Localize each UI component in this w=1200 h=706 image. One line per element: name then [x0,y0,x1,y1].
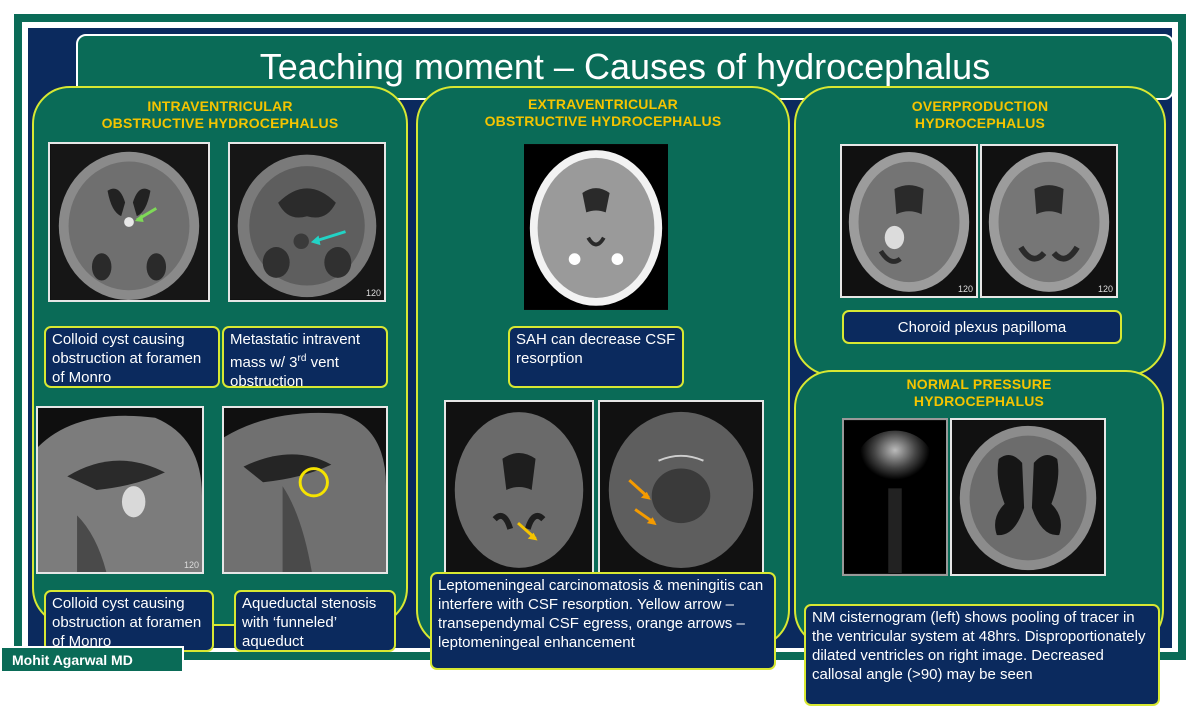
ct-sah-axial [522,142,670,312]
mri-metastatic-mass-axial: 120 [228,142,386,302]
panel-overproduction: OVERPRODUCTION HYDROCEPHALUS 120 [794,86,1166,376]
panel-title-normal-pressure: NORMAL PRESSURE HYDROCEPHALUS [906,376,1052,409]
panel-intraventricular: INTRAVENTRICULAR OBSTRUCTIVE HYDROCEPHAL… [32,86,408,652]
panel-title-extraventricular: EXTRAVENTRICULAR OBSTRUCTIVE HYDROCEPHAL… [484,96,722,129]
caption-metastatic-mass: Metastatic intravent mass w/ 3rd vent ob… [222,326,388,390]
panel-normal-pressure: NORMAL PRESSURE HYDROCEPHALUS [794,370,1164,706]
mri-postcontrast-leptomeningeal [598,400,764,576]
mri-colloid-cyst-axial [48,142,210,302]
panel-title-intraventricular: INTRAVENTRICULAR OBSTRUCTIVE HYDROCEPHAL… [101,98,339,131]
caption-colloid-cyst-1: Colloid cyst causing obstruction at fora… [44,326,220,388]
mri-colloid-cyst-sagittal: 120 [36,406,204,574]
caption-colloid-cyst-2: Colloid cyst causing obstruction at fora… [44,590,214,652]
caption-leptomeningeal: Leptomeningeal carcinomatosis & meningit… [430,572,776,670]
slide-background: Teaching moment – Causes of hydrocephalu… [28,28,1174,706]
caption-choroid-plexus-papilloma: Choroid plexus papilloma [842,310,1122,344]
mri-choroid-plexus-papilloma-2: 120 [980,144,1118,298]
caption-aqueductal-stenosis: Aqueductal stenosis with ‘funneled’ aque… [234,590,396,652]
mri-aqueductal-stenosis-sagittal [222,406,388,574]
mri-choroid-plexus-papilloma-1: 120 [840,144,978,298]
caption-nph: NM cisternogram (left) shows pooling of … [804,604,1160,706]
mri-flair-transependymal [444,400,594,576]
nm-cisternogram [842,418,948,576]
panel-title-overproduction: OVERPRODUCTION HYDROCEPHALUS [911,98,1049,131]
author-label: Mohit Agarwal MD [0,646,184,673]
panel-extraventricular: EXTRAVENTRICULAR OBSTRUCTIVE HYDROCEPHAL… [416,86,790,670]
caption-sah: SAH can decrease CSF resorption [508,326,684,388]
mri-dilated-ventricles [950,418,1106,576]
